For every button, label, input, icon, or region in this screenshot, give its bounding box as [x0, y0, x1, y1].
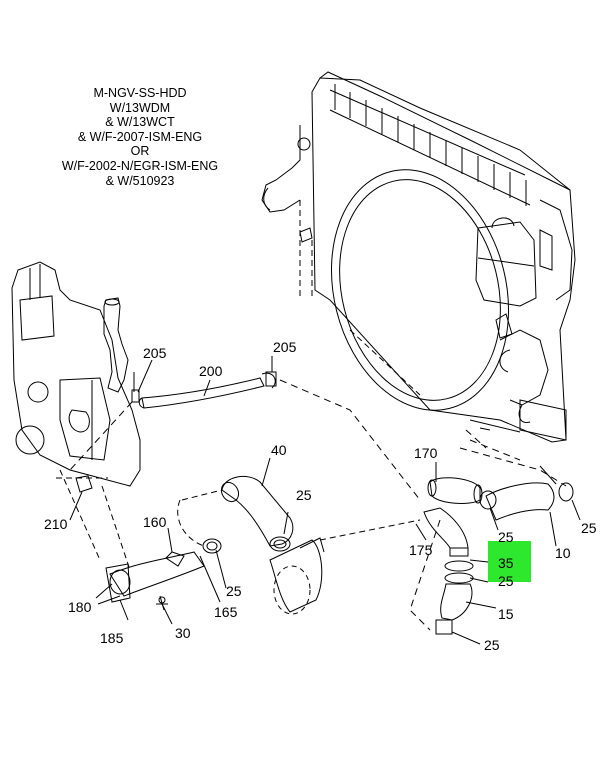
note-line: W/F-2002-N/EGR-ISM-ENG	[61, 158, 219, 173]
hose-170-175	[409, 429, 581, 645]
radiator-assembly	[261, 71, 576, 443]
note-line: & W/510923	[105, 173, 175, 188]
callout-165[interactable]: 165	[214, 604, 238, 620]
callout-30[interactable]: 30	[175, 625, 191, 641]
callout-210[interactable]: 210	[44, 516, 68, 532]
highlighted-part-box	[488, 541, 531, 582]
note-line: & W/F-2007-ISM-ENG	[77, 129, 203, 144]
callout-25-green[interactable]: 25	[498, 573, 514, 589]
callout-35[interactable]: 35	[498, 555, 514, 571]
callout-175[interactable]: 175	[409, 542, 433, 558]
callout-25-left[interactable]: 25	[226, 583, 242, 599]
callout-40[interactable]: 40	[271, 442, 287, 458]
callout-170[interactable]: 170	[414, 445, 438, 461]
callout-205-left[interactable]: 205	[143, 345, 167, 361]
applicability-note: M-NGV-SS-HDD W/13WDM & W/13WCT & W/F-200…	[40, 86, 240, 188]
note-line: W/13WDM	[109, 100, 171, 115]
note-line: M-NGV-SS-HDD	[93, 86, 187, 100]
callout-180[interactable]: 180	[68, 599, 92, 615]
hose-40	[177, 457, 421, 615]
callout-25-bottom[interactable]: 25	[484, 637, 500, 653]
hose-200	[69, 356, 421, 501]
callout-10[interactable]: 10	[555, 545, 571, 561]
note-line: OR	[130, 144, 150, 159]
callout-25-mid[interactable]: 25	[498, 529, 514, 545]
hose-185	[95, 527, 227, 625]
callout-185[interactable]: 185	[100, 630, 124, 646]
callout-205-right[interactable]: 205	[273, 339, 297, 355]
note-line: & W/13WCT	[105, 115, 175, 130]
callout-25-right[interactable]: 25	[581, 520, 597, 536]
engine-front-cover	[11, 261, 141, 571]
callout-25-upper[interactable]: 25	[296, 487, 312, 503]
fitting-210	[69, 475, 93, 521]
callout-200[interactable]: 200	[199, 363, 223, 379]
callout-160[interactable]: 160	[143, 514, 167, 530]
callout-15[interactable]: 15	[498, 606, 514, 622]
